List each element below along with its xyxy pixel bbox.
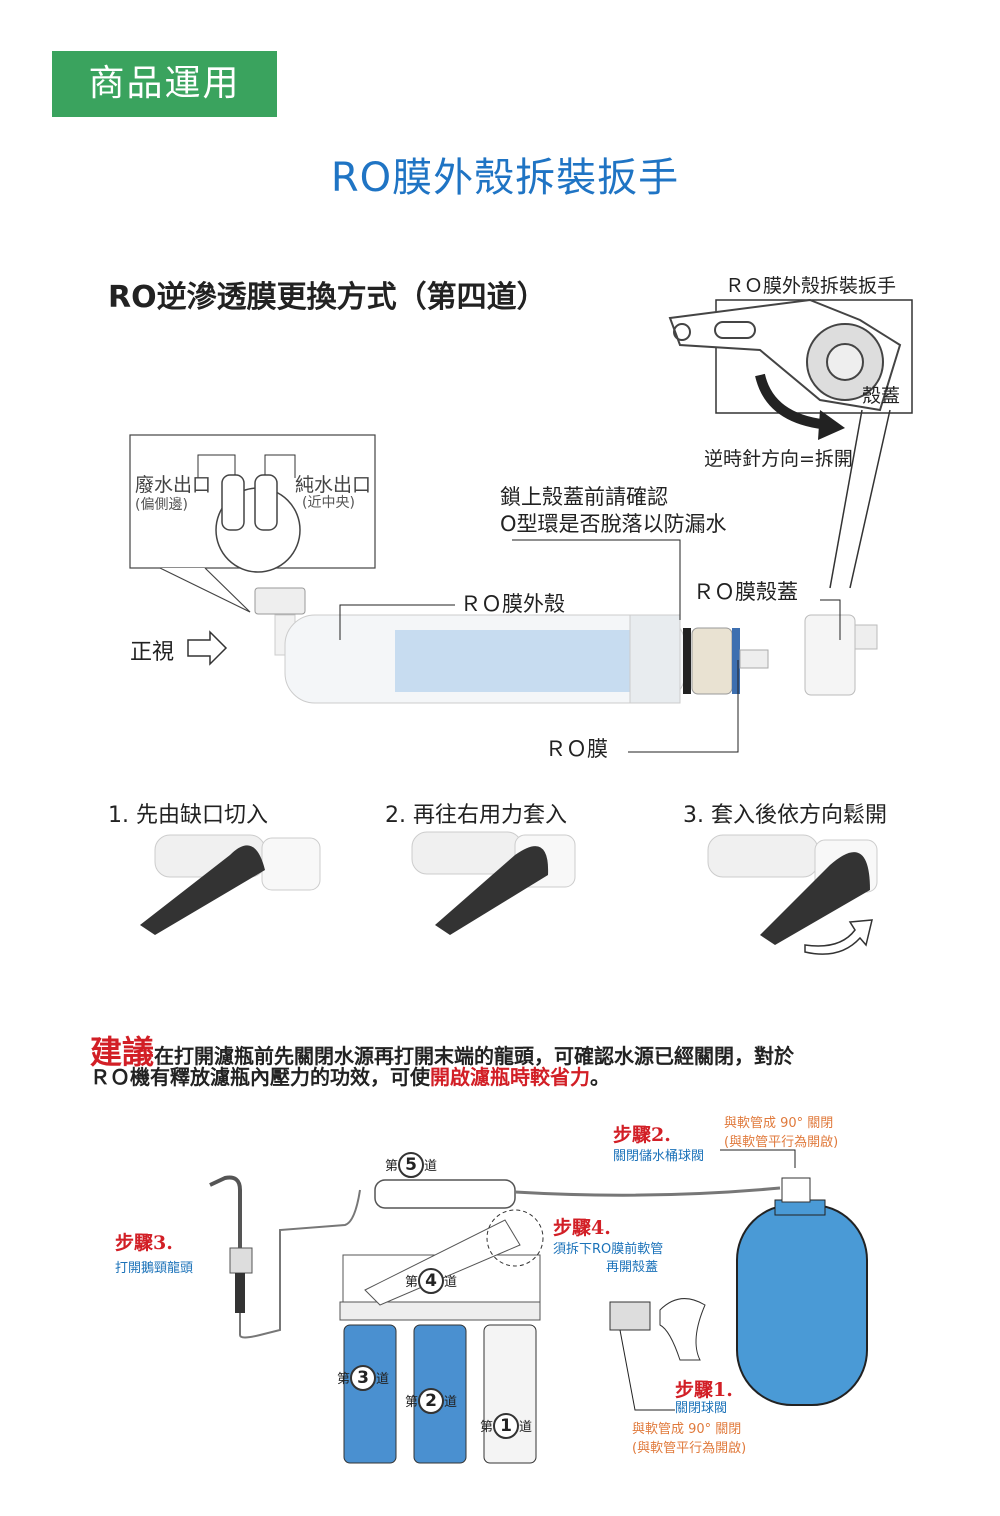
- step2-note-2: (與軟管平行為開啟): [724, 1135, 839, 1150]
- suggestion-end: 。: [590, 1065, 610, 1089]
- stage-number: 5: [398, 1152, 425, 1178]
- stage-prefix: 第: [385, 1159, 399, 1174]
- waste-outlet-label: 廢水出口: [135, 474, 212, 496]
- stage-number: 2: [418, 1388, 445, 1414]
- suggestion-lead: 建議: [90, 1033, 155, 1071]
- wrench-step-images: [140, 831, 878, 955]
- stage-number: 4: [418, 1268, 445, 1294]
- step2-title: 步驟2.: [613, 1124, 671, 1146]
- oring-note-2: O型環是否脫落以防漏水: [500, 512, 727, 536]
- step1-note-1: 與軟管成 90° 關閉: [632, 1422, 742, 1437]
- ro-housing-illustration: [187, 539, 878, 753]
- stage-prefix: 第: [405, 1395, 419, 1410]
- step1-title: 步驟1.: [675, 1379, 733, 1401]
- counterclockwise-arrow-icon: [755, 373, 831, 430]
- step1-desc: 關閉球閥: [675, 1401, 728, 1416]
- section-label: 商品運用: [52, 51, 277, 117]
- step-3-label: 3. 套入後依方向鬆開: [683, 803, 887, 828]
- suggestion-text-1: 在打開濾瓶前先關閉水源再打開末端的龍頭，可確認水源已經關閉，對於: [154, 1044, 795, 1068]
- wrench-detail-box: [668, 298, 913, 589]
- step-2-label: 2. 再往右用力套入: [385, 803, 567, 828]
- stage-suffix: 道: [376, 1372, 390, 1387]
- step3-title: 步驟3.: [115, 1232, 173, 1254]
- step4-title: 步驟4.: [553, 1217, 611, 1239]
- cap-label: 殼蓋: [862, 385, 901, 407]
- section-subtitle: RO逆滲透膜更換方式（第四道）: [108, 280, 547, 315]
- page-title: RO膜外殼拆裝扳手: [330, 155, 680, 201]
- stage-suffix: 道: [519, 1420, 533, 1435]
- pure-outlet-note: (近中央): [302, 495, 355, 511]
- front-view-box: [129, 434, 376, 613]
- suggestion-text-2: ＲＯ機有釋放濾瓶內壓力的功效，可使: [90, 1065, 430, 1089]
- suggestion-highlight: 開啟濾瓶時較省力: [430, 1065, 590, 1089]
- step3-desc: 打開鵝頸龍頭: [115, 1261, 194, 1276]
- stage-number: 3: [350, 1365, 377, 1391]
- direction-label: 逆時針方向=拆開: [704, 448, 853, 470]
- waste-outlet-note: (偏側邊): [135, 497, 188, 513]
- ro-system-illustration: [209, 1149, 868, 1464]
- stage-suffix: 道: [424, 1159, 438, 1174]
- oring-note-1: 鎖上殼蓋前請確認: [500, 485, 668, 509]
- step2-note-1: 與軟管成 90° 關閉: [724, 1116, 834, 1131]
- stage-prefix: 第: [405, 1275, 419, 1290]
- stage-suffix: 道: [444, 1395, 458, 1410]
- step4-desc-2: 再開殼蓋: [606, 1260, 659, 1275]
- stage-suffix: 道: [444, 1275, 458, 1290]
- housing-label: ＲＯ膜外殼: [460, 592, 565, 616]
- wrench-box-label: ＲＯ膜外殼拆裝扳手: [725, 275, 897, 297]
- pure-outlet-label: 純水出口: [295, 474, 372, 496]
- stage-prefix: 第: [480, 1420, 494, 1435]
- stage-prefix: 第: [337, 1372, 351, 1387]
- step1-note-2: (與軟管平行為開啟): [632, 1441, 747, 1456]
- suggestion-line-2: ＲＯ機有釋放濾瓶內壓力的功效，可使開啟濾瓶時較省力。: [90, 1061, 610, 1090]
- stage-number: 1: [493, 1413, 520, 1439]
- membrane-label: ＲＯ膜: [545, 737, 608, 761]
- suggestion-line-1: 建議在打開濾瓶前先關閉水源再打開末端的龍頭，可確認水源已經關閉，對於: [90, 1027, 794, 1073]
- cap-housing-label: ＲＯ膜殼蓋: [693, 580, 798, 604]
- front-view-label: 正視: [130, 640, 175, 665]
- step-1-label: 1. 先由缺口切入: [108, 803, 268, 828]
- step4-desc-1: 須拆下RO膜前軟管: [553, 1242, 664, 1257]
- step2-desc: 關閉儲水桶球閥: [613, 1149, 705, 1164]
- arrow-right-icon: [187, 630, 228, 666]
